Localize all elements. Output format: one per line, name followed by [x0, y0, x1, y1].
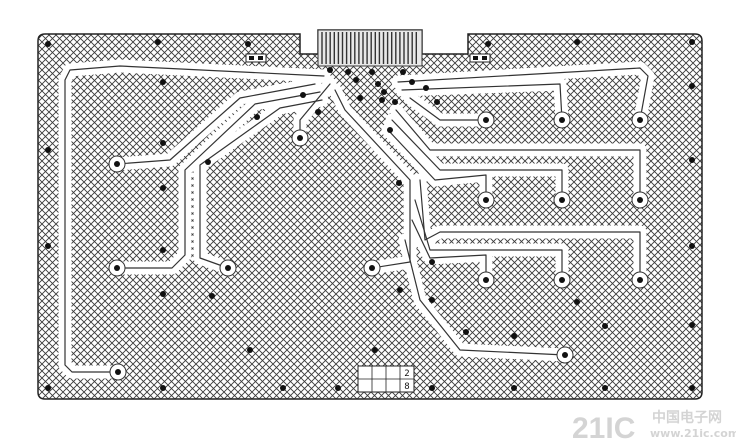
via-hole [409, 79, 415, 85]
via-hole [689, 385, 695, 391]
via-hole [160, 385, 166, 391]
via-hole [45, 41, 51, 47]
via-hole [397, 287, 403, 293]
via-holes [45, 39, 695, 391]
via-hole [689, 39, 695, 45]
via-hole [369, 69, 375, 75]
via-hole [689, 157, 695, 163]
via-hole [483, 277, 489, 283]
watermark-url: www.21ic.com [650, 427, 736, 440]
via-hole [602, 385, 608, 391]
via-hole [280, 385, 286, 391]
via-hole [429, 385, 435, 391]
connector-fingers [321, 32, 417, 64]
grid-cell-8: 8 [404, 382, 409, 392]
edge-connector [317, 29, 423, 67]
watermark-cjk: 中国电子网 [652, 409, 722, 426]
via-hole [160, 140, 166, 146]
via-hole [160, 185, 166, 191]
via-hole [485, 41, 491, 47]
via-hole [387, 127, 393, 133]
via-hole [574, 39, 580, 45]
via-hole [574, 299, 580, 305]
via-hole [45, 147, 51, 153]
via-hole [205, 159, 211, 165]
via-hole [297, 135, 303, 141]
smd-parts [245, 53, 491, 63]
via-hole [357, 95, 363, 101]
via-hole [45, 385, 51, 391]
via-hole [160, 291, 166, 297]
via-hole [160, 79, 166, 85]
via-hole [245, 41, 251, 47]
via-hole [423, 85, 429, 91]
board-outline [37, 29, 703, 400]
via-hole [637, 277, 643, 283]
via-hole [375, 81, 381, 87]
via-hole [637, 197, 643, 203]
via-hole [637, 117, 643, 123]
via-hole [400, 69, 406, 75]
via-hole [689, 243, 695, 249]
via-hole [483, 197, 489, 203]
via-hole [315, 109, 321, 115]
via-hole [602, 323, 608, 329]
via-hole [379, 97, 385, 103]
via-hole [463, 329, 469, 335]
via-hole [429, 259, 435, 265]
via-hole [225, 265, 231, 271]
via-hole [369, 265, 375, 271]
label-grid: 2 8 [357, 365, 415, 393]
via-hole [689, 83, 695, 89]
trace-copper [64, 65, 649, 373]
smd-part-left [245, 53, 267, 63]
via-hole [429, 297, 435, 303]
smd-part-right [469, 53, 491, 63]
via-hole [247, 347, 253, 353]
via-hole [353, 77, 359, 83]
via-hole [559, 277, 565, 283]
via-hole [114, 161, 120, 167]
via-hole [396, 180, 402, 186]
watermark: 21IC 中国电子网 www.21ic.com [572, 409, 736, 445]
via-hole [335, 385, 341, 391]
via-hole [115, 369, 121, 375]
via-hole [45, 243, 51, 249]
via-hole [345, 69, 351, 75]
via-hole [689, 322, 695, 328]
via-hole [511, 333, 517, 339]
grid-cell-4: 2 [404, 369, 409, 379]
via-hole [511, 385, 517, 391]
via-hole [155, 39, 161, 45]
via-hole [434, 99, 440, 105]
via-hole [114, 265, 120, 271]
via-hole [483, 117, 489, 123]
via-hole [559, 197, 565, 203]
via-hole [392, 99, 398, 105]
via-hole [254, 114, 260, 120]
via-hole [562, 352, 568, 358]
via-hole [559, 117, 565, 123]
via-hole [372, 347, 378, 353]
via-hole [160, 247, 166, 253]
via-hole [209, 293, 215, 299]
watermark-logo: 21IC [572, 412, 635, 445]
via-hole [300, 92, 306, 98]
via-hole [381, 89, 387, 95]
via-hole [327, 67, 333, 73]
